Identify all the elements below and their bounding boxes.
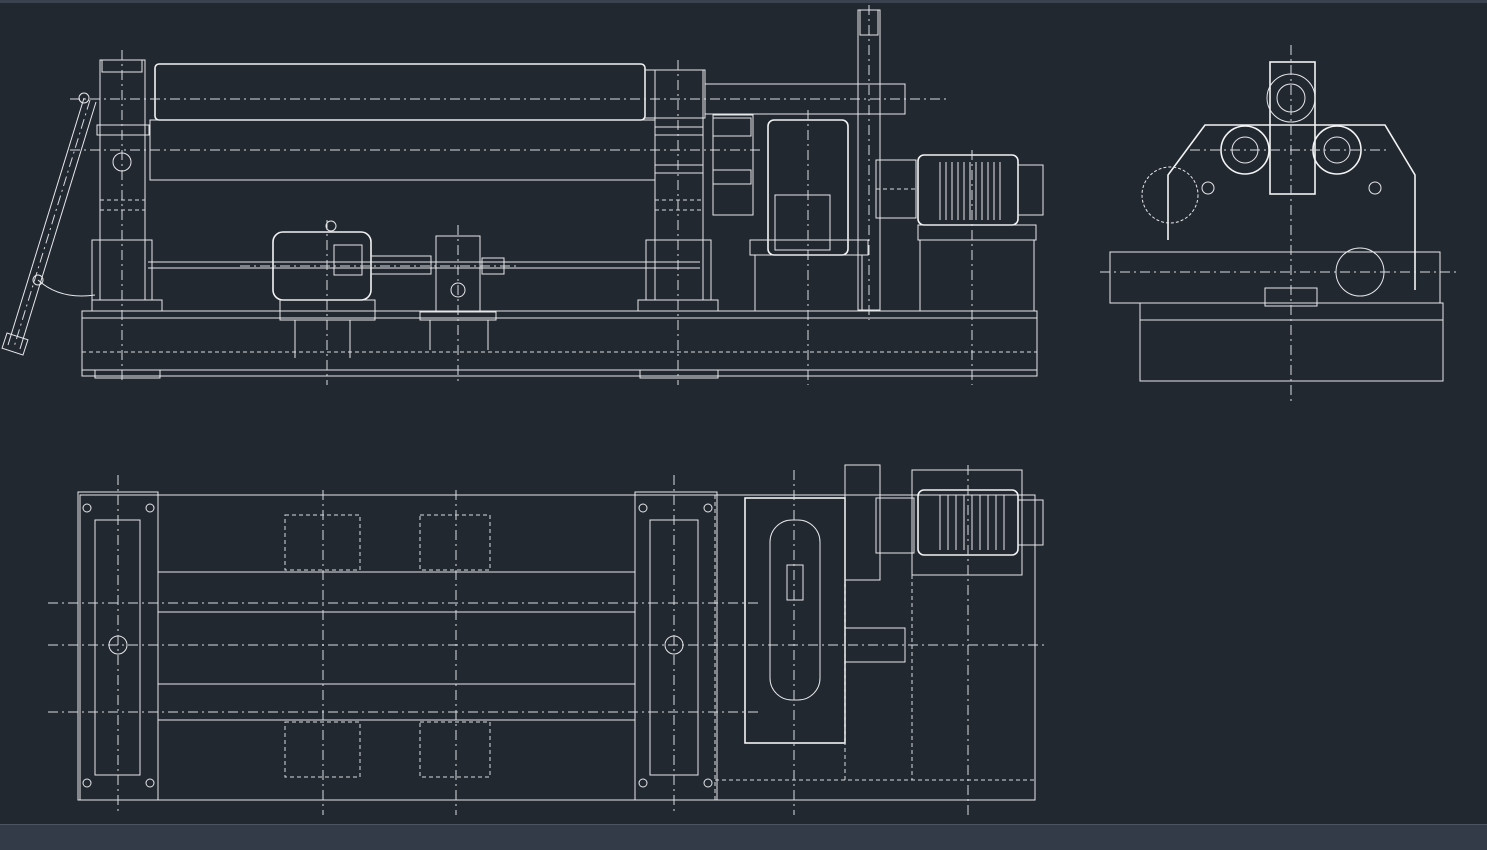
base-frame [81, 310, 1038, 377]
top-roll [154, 63, 646, 121]
side-elevation [1100, 45, 1460, 405]
plan-view [48, 464, 1045, 815]
viewport-top-edge [0, 0, 1487, 3]
right-housing [654, 69, 704, 301]
status-bar [0, 824, 1487, 850]
main-motor [917, 154, 1019, 226]
cad-drawing[interactable] [0, 0, 1487, 824]
cad-viewport[interactable] [0, 0, 1487, 824]
tilting-cylinder [1, 97, 97, 356]
plan-frame [79, 494, 1036, 801]
front-elevation [1, 5, 1044, 385]
plan-reducer [744, 497, 846, 744]
